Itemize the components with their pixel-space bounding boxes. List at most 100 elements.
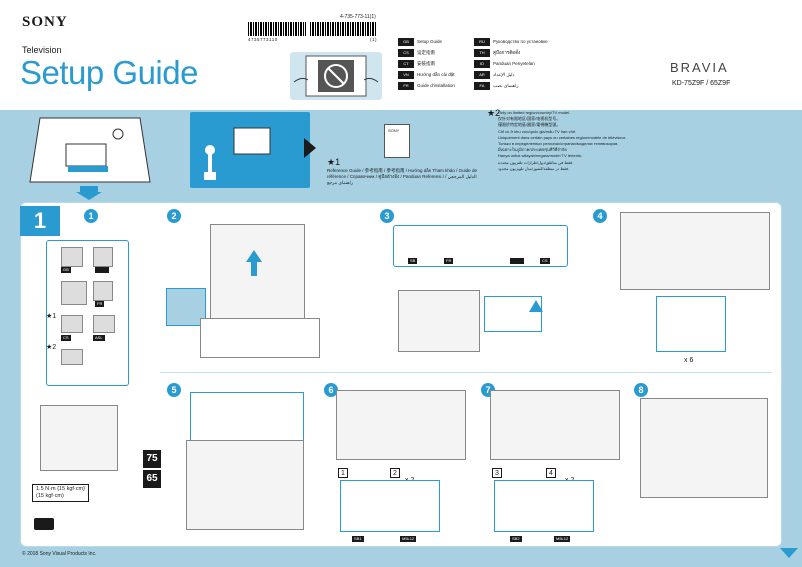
sb2-tag: SB2	[510, 536, 522, 542]
limited-region-note: Only on limited region/country/TV model.…	[498, 110, 678, 172]
step-circle-1: 1	[84, 209, 98, 223]
step7-num-3: 3	[492, 468, 502, 478]
note-line: فقط في مناطق/دول/طرازات تلفزيون محددة.	[498, 159, 574, 165]
screw-torque-note: 1.5 N·m {15 kgf·cm}(15 kgf·cm)	[32, 484, 89, 503]
times-six: x 6	[684, 357, 694, 364]
language-name: دليل الإعداد	[493, 71, 515, 77]
part-tag: ASL	[93, 335, 105, 341]
row-divider	[160, 372, 772, 373]
barcode-2	[310, 22, 376, 36]
place-tv-illustration	[640, 398, 768, 498]
m5l12-tag-b: M5L12	[554, 536, 571, 542]
language-name: 安裝指南	[417, 60, 435, 66]
language-name: Hướng dẫn cài đặt	[417, 72, 455, 77]
step-circle-2: 2	[167, 209, 181, 223]
caution-icon	[529, 300, 543, 312]
language-code: VN	[398, 70, 414, 79]
wall-mount-panel	[190, 112, 310, 188]
part-manual	[61, 247, 83, 267]
star2-mark: ★2	[487, 108, 501, 118]
reference-guide-text: Reference Guide / 参考指南 / 參考指南 / Hướng dẫ…	[327, 168, 477, 185]
carry-tv-illustration	[186, 440, 304, 530]
note-line: فقط در منطقه/کشور/مدل تلویزیون محدود.	[498, 165, 570, 171]
part-tag: FR	[95, 301, 105, 307]
product-type: Television	[22, 45, 62, 55]
language-code: FA	[474, 81, 490, 90]
note-line: Only on limited region/country/TV model.	[498, 110, 571, 115]
m5l12-tag-a: M5L12	[400, 536, 417, 542]
step3-parts-box: SB FR CS	[393, 225, 568, 267]
sb1-tag: SB1	[352, 536, 364, 542]
part-tag	[95, 267, 109, 273]
note-line: Chỉ có ở khu vực/quốc gia/mẫu TV hạn chế…	[498, 128, 577, 134]
room-illustration	[20, 112, 170, 200]
step7-num-4: 4	[546, 468, 556, 478]
language-code: ID	[474, 59, 490, 68]
lift-arrow-icon	[246, 250, 262, 262]
language-code: CT	[398, 59, 414, 68]
star1-parts: ★1	[46, 313, 57, 320]
torque-value: 1.5 N·m {15 kgf·cm}	[36, 486, 85, 492]
step-circle-5: 5	[167, 383, 181, 397]
part-accessory	[61, 349, 83, 365]
reference-manual-icon: SONY	[384, 124, 410, 158]
part-tag: FR	[444, 258, 454, 264]
series-logo: BRAVIA	[670, 60, 729, 75]
star1-mark: ★1	[327, 157, 341, 167]
step-circle-4: 4	[593, 209, 607, 223]
tv-on-box-illustration	[398, 290, 480, 352]
step6-num-1: 1	[338, 468, 348, 478]
handle-detail	[166, 288, 206, 326]
step-circle-8: 8	[634, 383, 648, 397]
part-tag: CS	[540, 258, 550, 264]
part-holder	[93, 315, 115, 333]
language-name: Руководство по установке	[493, 39, 548, 44]
note-line: Только в определенных регионах/странах/м…	[498, 140, 619, 146]
note-line: 仅针对有限地区/国家/电视机型号。	[498, 116, 561, 122]
note-line: 僅限於特定地區/國家/電視機型號。	[498, 122, 561, 128]
language-name: راهنمای نصب	[493, 82, 519, 88]
step-number: 1	[20, 206, 60, 236]
copyright: © 2018 Sony Visual Products Inc.	[22, 551, 97, 557]
attach-bracket-2-illustration	[490, 390, 620, 460]
part-number: 4-735-773-11(1)	[340, 14, 376, 20]
tv-lift-illustration	[40, 405, 118, 471]
language-code: AR	[474, 70, 490, 79]
language-code: TH	[474, 48, 490, 57]
language-name: 设定指南	[417, 49, 435, 55]
part-tag: GB	[61, 267, 71, 273]
part-cable	[93, 281, 113, 301]
cushion-detail	[656, 296, 726, 352]
part-stand	[93, 247, 113, 267]
page-turn-icon	[780, 548, 798, 558]
page-title: Setup Guide	[20, 54, 198, 91]
star2-parts: ★2	[46, 344, 57, 351]
no-touch-screen-illustration	[290, 52, 382, 100]
barcode-1-number: 4735773110	[248, 37, 278, 42]
part-batteries	[61, 315, 83, 333]
lift-arrow-stem	[251, 262, 257, 276]
brand-logo: SONY	[22, 14, 68, 30]
part-tag: SB	[408, 258, 418, 264]
language-name: Guide d'installation	[417, 83, 455, 88]
toolbox-icon	[34, 518, 54, 530]
step6-num-2: 2	[390, 468, 400, 478]
note-line: มีเฉพาะในภูมิภาค/ประเทศ/รุ่นทีวีที่จำกัด	[498, 147, 567, 153]
language-code: GB	[398, 37, 414, 46]
part-tag: CS	[61, 335, 71, 341]
torque-value-2: (15 kgf·cm)	[36, 493, 64, 500]
size-75-badge: 75	[143, 450, 161, 468]
language-code: CS	[398, 48, 414, 57]
